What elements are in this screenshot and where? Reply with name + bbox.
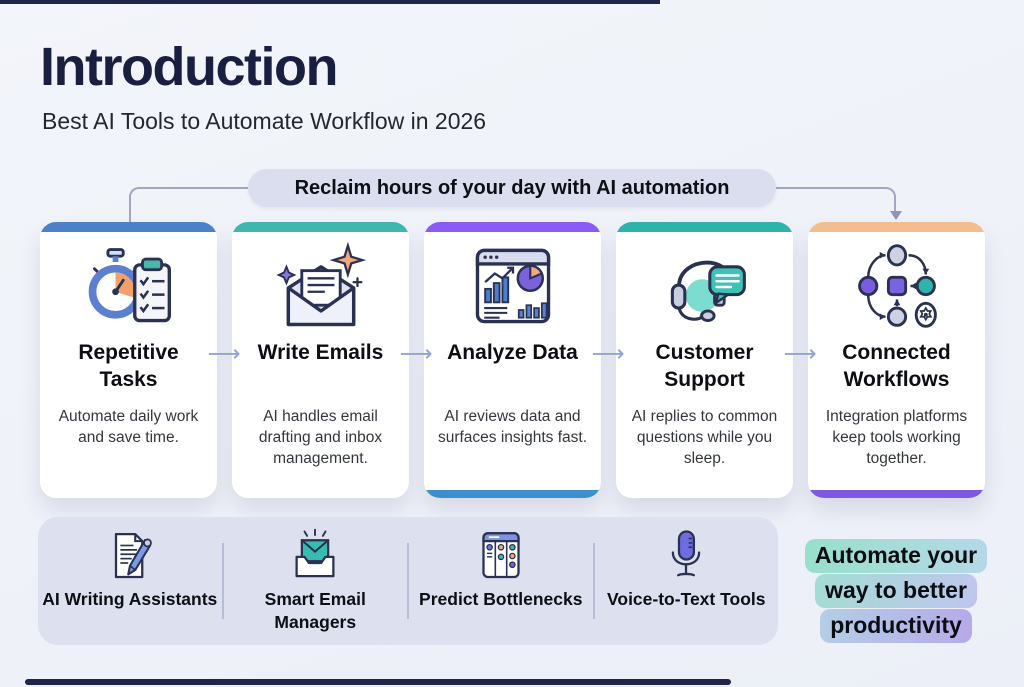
inbox-envelope-icon — [287, 528, 343, 584]
headline-banner: Reclaim hours of your day with AI automa… — [248, 169, 776, 207]
kanban-board-icon — [473, 528, 529, 584]
card-repetitive-tasks: Repetitive Tasks Automate daily work and… — [40, 222, 217, 498]
card-write-emails: Write Emails AI handles email drafting a… — [232, 222, 409, 498]
card-top-band — [616, 222, 793, 232]
tool-label: AI Writing Assistants — [42, 589, 218, 609]
card-bottom-band — [40, 490, 217, 498]
card-bottom-band — [808, 490, 985, 498]
highlight-line: Automate your — [804, 539, 988, 573]
card-description: Integration platforms keep tools working… — [825, 408, 968, 467]
card-description: Automate daily work and save time. — [58, 408, 199, 446]
card-description: AI handles email drafting and inbox mana… — [258, 408, 383, 467]
card-bottom-band — [424, 490, 601, 498]
connector-line-right — [776, 187, 896, 213]
tool-label: Smart Email Managers — [264, 589, 366, 632]
highlight-tagline: Automate your way to better productivity — [792, 539, 1000, 644]
top-accent-strip — [0, 0, 660, 4]
page-subtitle: Best AI Tools to Automate Workflow in 20… — [42, 108, 487, 134]
arrow-right-icon: ⟶ — [207, 340, 241, 366]
tools-panel: AI Writing Assistants Smart Email Manage… — [38, 517, 778, 645]
arrow-right-icon: ⟶ — [399, 340, 433, 366]
envelope-sparkle-icon — [273, 238, 369, 334]
card-description: AI replies to common questions while you… — [631, 408, 778, 467]
card-top-band — [40, 222, 217, 232]
divider — [221, 543, 224, 619]
bottom-accent-strip — [25, 679, 731, 685]
card-top-band — [808, 222, 985, 232]
document-pencil-icon — [102, 528, 158, 584]
workflow-nodes-icon — [849, 238, 945, 334]
card-title: Repetitive Tasks — [78, 341, 179, 391]
microphone-icon — [658, 528, 714, 584]
headline-banner-label: Reclaim hours of your day with AI automa… — [294, 176, 730, 199]
arrow-right-icon: ⟶ — [783, 340, 817, 366]
connector-arrowhead-icon — [890, 211, 902, 220]
page-title: Introduction — [40, 37, 338, 97]
card-customer-support: Customer Support AI replies to common qu… — [616, 222, 793, 498]
tool-ai-writing-assistants: AI Writing Assistants — [38, 517, 222, 645]
divider — [407, 543, 409, 619]
headset-chat-icon — [657, 238, 753, 334]
tool-voice-to-text: Voice-to-Text Tools — [595, 517, 779, 645]
card-title: Write Emails — [257, 341, 384, 364]
card-title: Analyze Data — [447, 341, 578, 364]
card-bottom-band — [232, 490, 409, 498]
arrow-right-icon: ⟶ — [591, 340, 625, 366]
tool-smart-email-managers: Smart Email Managers — [224, 517, 408, 645]
divider — [592, 543, 595, 619]
card-top-band — [424, 222, 601, 232]
card-connected-workflows: Connected Workflows Integration platform… — [808, 222, 985, 498]
highlight-line: productivity — [820, 609, 972, 643]
analytics-window-icon — [465, 238, 561, 334]
card-top-band — [232, 222, 409, 232]
card-title: Customer Support — [655, 341, 754, 391]
connector-line-left — [129, 187, 248, 223]
tool-label: Predict Bottlenecks — [419, 589, 583, 609]
tool-label: Voice-to-Text Tools — [607, 589, 766, 609]
tool-predict-bottlenecks: Predict Bottlenecks — [409, 517, 593, 645]
card-bottom-band — [616, 490, 793, 498]
card-title: Connected Workflows — [842, 341, 951, 391]
card-description: AI reviews data and surfaces insights fa… — [437, 408, 588, 446]
stopwatch-checklist-icon — [81, 238, 177, 334]
highlight-line: way to better — [815, 574, 977, 608]
card-analyze-data: Analyze Data AI reviews data and surface… — [424, 222, 601, 498]
